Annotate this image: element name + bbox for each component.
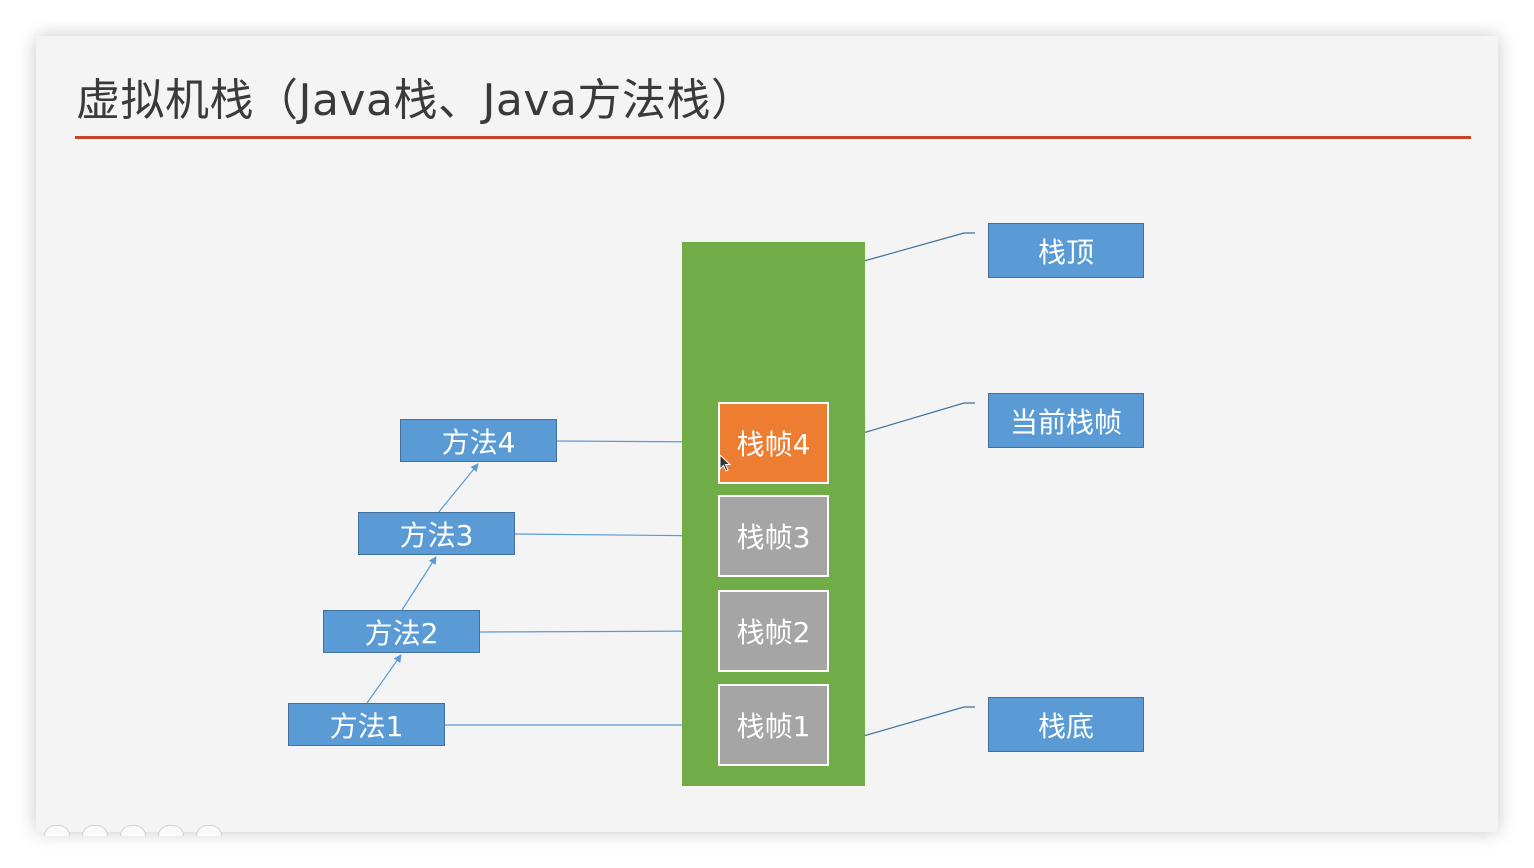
slides-overview-icon[interactable]: [158, 825, 184, 836]
callout-current-frame: 当前栈帧: [988, 393, 1144, 448]
method-4-box: 方法4: [400, 419, 557, 462]
slide-title: 虚拟机栈（Java栈、Java方法栈）: [76, 75, 756, 126]
call-arrow-2-3: [401, 556, 437, 611]
callout-stack-top: 栈顶: [988, 223, 1144, 278]
call-arrow-1-2: [366, 654, 402, 704]
previous-slide-icon[interactable]: [44, 825, 70, 836]
stack-frame-1: 栈帧1: [718, 684, 829, 766]
zoom-icon[interactable]: [196, 825, 222, 836]
slide: 虚拟机栈（Java栈、Java方法栈） 栈帧4 栈帧3 栈帧2 栈帧1 方法4 …: [36, 36, 1498, 836]
leader-stack-bottom: [845, 706, 975, 742]
stack-frame-4: 栈帧4: [718, 402, 829, 484]
stack-frame-3: 栈帧3: [718, 495, 829, 577]
title-underline: [75, 136, 1471, 139]
next-slide-icon[interactable]: [82, 825, 108, 836]
method-3-box: 方法3: [358, 512, 515, 555]
slideshow-controls: [44, 825, 222, 836]
stack-frame-2: 栈帧2: [718, 590, 829, 672]
method-1-box: 方法1: [288, 703, 445, 746]
pen-tool-icon[interactable]: [120, 825, 146, 836]
leader-current-frame: [845, 402, 975, 439]
call-arrow-3-4: [437, 463, 479, 514]
method-2-box: 方法2: [323, 610, 480, 653]
mouse-pointer-icon: [719, 454, 731, 472]
callout-stack-bottom: 栈底: [988, 697, 1144, 752]
leader-stack-top: [845, 232, 975, 267]
